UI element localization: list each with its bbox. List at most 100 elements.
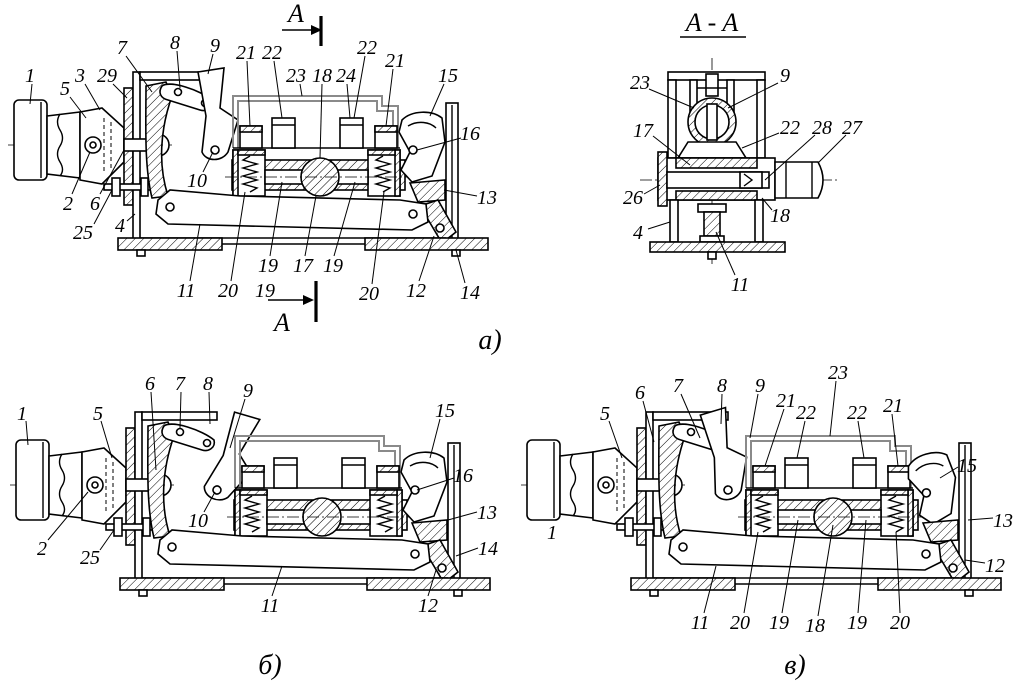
leader-line xyxy=(429,83,445,117)
block-21-right-cap xyxy=(887,465,911,473)
leader-line xyxy=(829,380,837,437)
part-number-label: 23 xyxy=(828,362,848,384)
section-upper-left-wall xyxy=(667,79,677,159)
section-arrow-bottom-head xyxy=(303,295,314,305)
lever-11-pin-left xyxy=(165,202,175,212)
spring-cup-left-wall xyxy=(232,149,239,197)
body-top-wall xyxy=(675,157,758,169)
leader-line xyxy=(25,420,29,446)
spring-cup-left-wall xyxy=(745,489,752,537)
section-a-a-view xyxy=(640,58,838,264)
end-plate-26 xyxy=(657,151,668,207)
view-a-mechanism xyxy=(8,67,489,257)
lever-15 xyxy=(907,451,957,526)
pin-16 xyxy=(410,485,420,495)
spring-cup-right-cap xyxy=(369,489,398,496)
part-number-label: 27 xyxy=(842,117,863,139)
leader-line xyxy=(99,529,115,551)
leader-line xyxy=(817,524,834,617)
part-number-label: 25 xyxy=(80,547,100,569)
part-number-label: 22 xyxy=(796,402,816,424)
leader-line xyxy=(69,96,87,119)
coupling-housing xyxy=(48,451,83,519)
part-number-label: 9 xyxy=(210,35,220,57)
leader-line xyxy=(112,83,128,99)
part-number-label: 5 xyxy=(600,403,610,425)
foundation-bolt-right xyxy=(964,589,974,597)
caption-view-a: a) xyxy=(478,325,501,356)
spring-20-left xyxy=(242,495,262,533)
part-number-label: 16 xyxy=(460,123,480,145)
leader-line xyxy=(647,221,671,230)
part-number-label: 13 xyxy=(477,502,497,524)
cover-23-inner-outline xyxy=(239,440,396,488)
leader-line xyxy=(353,55,366,119)
leader-line xyxy=(749,393,759,439)
part-number-label: 13 xyxy=(477,187,497,209)
lever-15-group xyxy=(398,111,446,183)
leader-line xyxy=(648,88,695,109)
part-number-label: 7 xyxy=(175,373,186,395)
lever-11-pin-left xyxy=(678,542,688,552)
leader-line xyxy=(427,569,437,597)
lever-11-section xyxy=(703,211,721,237)
leader-line xyxy=(271,565,283,597)
break-line xyxy=(569,453,577,517)
part-number-label: 22 xyxy=(780,117,800,139)
leader-line xyxy=(99,149,125,195)
spring-20-left xyxy=(240,155,260,193)
part-number-label: 20 xyxy=(218,280,238,302)
pin-16 xyxy=(921,488,932,498)
yoke-bolt xyxy=(705,73,719,97)
part-number-label: 29 xyxy=(97,65,117,87)
block-21-right-cap xyxy=(376,465,400,473)
part-number-label: 9 xyxy=(780,65,790,87)
part-number-label: 19 xyxy=(847,612,867,634)
leader-line xyxy=(727,82,779,109)
part-number-label: 1 xyxy=(547,522,557,544)
leader-line xyxy=(179,391,182,429)
leader-line xyxy=(455,249,466,284)
leader-line xyxy=(939,466,959,479)
part-number-label: 11 xyxy=(691,612,710,634)
coupling-housing xyxy=(559,451,594,519)
part-number-label: 21 xyxy=(776,390,796,412)
break-line xyxy=(58,453,66,517)
part-number-label: 5 xyxy=(60,78,70,100)
spring-cup-right-cap xyxy=(880,489,909,496)
part-number-label: 1 xyxy=(25,65,35,87)
leader-line xyxy=(857,519,867,614)
part-number-label: 21 xyxy=(385,50,405,72)
lever-11 xyxy=(668,529,942,571)
base-plate-left xyxy=(630,577,736,591)
block-22-left xyxy=(271,117,296,149)
part-number-label: 22 xyxy=(262,42,282,64)
bolt-25-head xyxy=(142,517,151,537)
leader-line xyxy=(126,213,136,222)
leader-line xyxy=(246,60,251,127)
lever-15-group xyxy=(400,451,448,523)
part-number-label: 20 xyxy=(890,612,910,634)
leader-line xyxy=(781,519,799,614)
link-8-pin xyxy=(175,427,185,437)
part-number-label: 19 xyxy=(255,280,275,302)
spring-cup-left-cap xyxy=(237,149,266,156)
lever-15-edge xyxy=(915,462,944,472)
view-b-mechanism xyxy=(10,411,491,597)
base-plate-left xyxy=(117,237,223,251)
leader-line xyxy=(608,420,623,459)
part-number-label: 14 xyxy=(460,282,480,304)
part-number-label: 3 xyxy=(74,65,85,87)
part-number-label: 15 xyxy=(957,455,977,477)
part-number-label: 18 xyxy=(312,65,332,87)
link-8-pin xyxy=(686,427,696,437)
leader-line xyxy=(429,418,441,459)
spring-cup-right-wall xyxy=(396,489,403,537)
part-number-label: 18 xyxy=(805,615,825,637)
base-plate-right xyxy=(364,237,489,251)
lever-11-pin-left xyxy=(167,542,177,552)
spring-cup-left-cap xyxy=(239,489,268,496)
